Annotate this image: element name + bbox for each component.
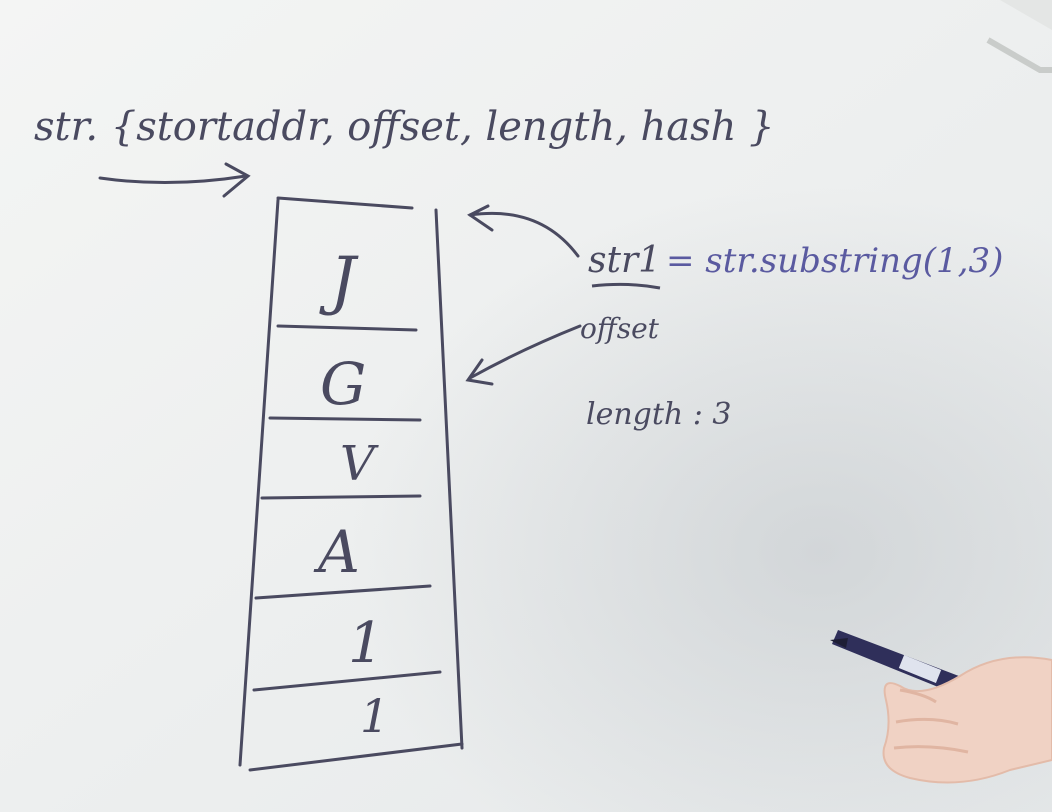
str1-underline — [591, 282, 661, 290]
cell-2-letter: V — [340, 436, 379, 492]
note-offset: offset — [580, 312, 660, 345]
char-array-box — [238, 196, 464, 772]
pointer-arrow-icon — [98, 162, 251, 198]
cell-1-letter: G — [320, 350, 366, 418]
cell-4-letter: 1 — [348, 611, 384, 676]
annotation-arrows — [465, 204, 582, 386]
start-arrow-icon — [468, 211, 580, 258]
cell-5-letter: 1 — [360, 689, 389, 743]
cell-3-letter: A — [313, 518, 360, 586]
note-length: length : 3 — [586, 397, 732, 432]
hand-holding-marker — [830, 630, 1052, 784]
header-struct-text: str. {stortaddr, offset, length, hash } — [34, 104, 775, 150]
note-str1: str1 — [588, 240, 661, 281]
note-substring-call: = str.substring(1,3) — [666, 241, 1003, 281]
offset-arrow-icon — [468, 324, 582, 380]
